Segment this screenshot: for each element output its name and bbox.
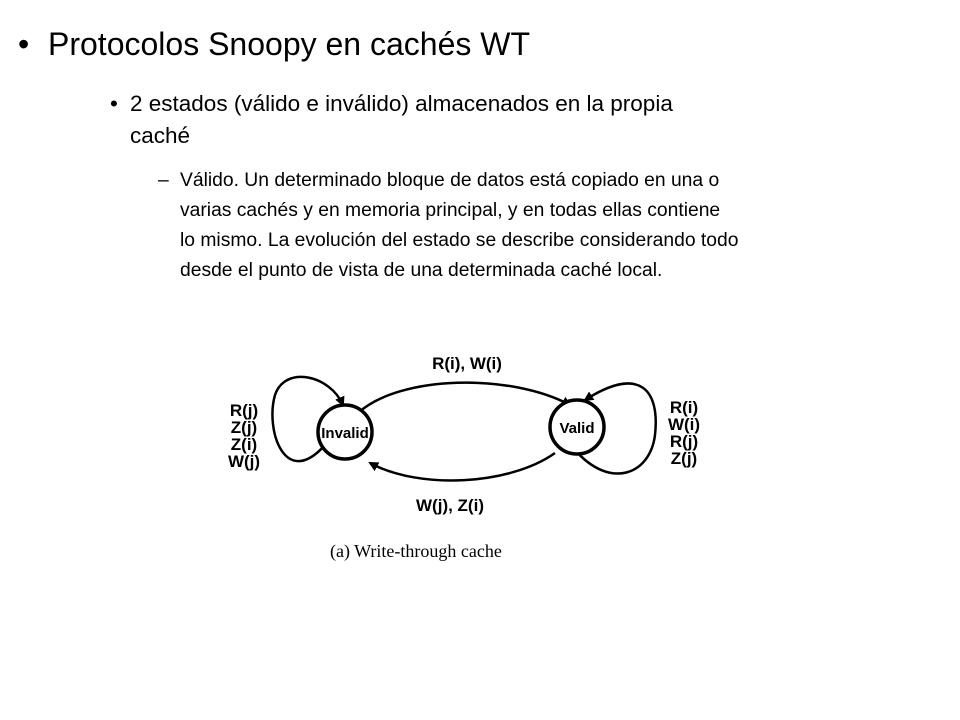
state-valid-label: Valid [559, 420, 594, 437]
sub-bullet-text: 2 estados (válido e inválido) almacenado… [130, 88, 910, 152]
valid-loop-label: R(j) [670, 432, 698, 451]
sub-bullet-item: • 2 estados (válido e inválido) almacena… [110, 88, 910, 152]
diagram-caption: (a) Write-through cache [330, 541, 502, 562]
invalid-self-loop-arrow [271, 375, 345, 463]
invalid-loop-label: W(j) [228, 452, 260, 471]
state-invalid-label: Invalid [321, 425, 369, 442]
transition-valid-to-invalid-label: W(j), Z(i) [416, 496, 484, 515]
transition-invalid-to-valid-arrow [357, 381, 572, 414]
valid-loop-label: W(i) [668, 415, 700, 434]
detail-line: lo mismo. La evolución del estado se des… [180, 230, 739, 251]
valid-self-loop-arrow [574, 382, 657, 475]
detail-bullet-mark: – [158, 170, 169, 191]
valid-loop-label: R(i) [670, 398, 698, 417]
state-diagram-svg: Invalid Valid R(i), W(i) W(j), Z(i) R(j)… [228, 354, 700, 562]
invalid-loop-label: R(j) [230, 401, 258, 420]
sub-bullet-line: 2 estados (válido e inválido) almacenado… [130, 91, 673, 116]
slide-title: Protocolos Snoopy en cachés WT [48, 26, 531, 62]
sub-bullet-mark: • [110, 91, 118, 116]
valid-loop-label: Z(j) [671, 449, 697, 468]
title-bullet-item: • Protocolos Snoopy en cachés WT [18, 22, 938, 66]
invalid-loop-label: Z(i) [231, 435, 257, 454]
detail-line: Válido. Un determinado bloque de datos e… [180, 170, 720, 191]
detail-bullet-item: – Válido. Un determinado bloque de datos… [158, 166, 958, 286]
state-valid-node [548, 398, 606, 456]
transition-invalid-to-valid-label: R(i), W(i) [432, 354, 502, 373]
sub-bullet-line: caché [130, 123, 191, 148]
detail-line: varias cachés y en memoria principal, y … [180, 200, 721, 221]
detail-line: desde el punto de vista de una determina… [180, 260, 663, 281]
state-diagram: Invalid Valid R(i), W(i) W(j), Z(i) R(j)… [210, 335, 710, 575]
transition-valid-to-invalid-arrow [368, 451, 556, 482]
detail-bullet-text: Válido. Un determinado bloque de datos e… [180, 166, 958, 286]
state-invalid-node [316, 403, 374, 461]
invalid-loop-label: Z(j) [231, 418, 257, 437]
title-bullet-mark: • [18, 26, 30, 62]
